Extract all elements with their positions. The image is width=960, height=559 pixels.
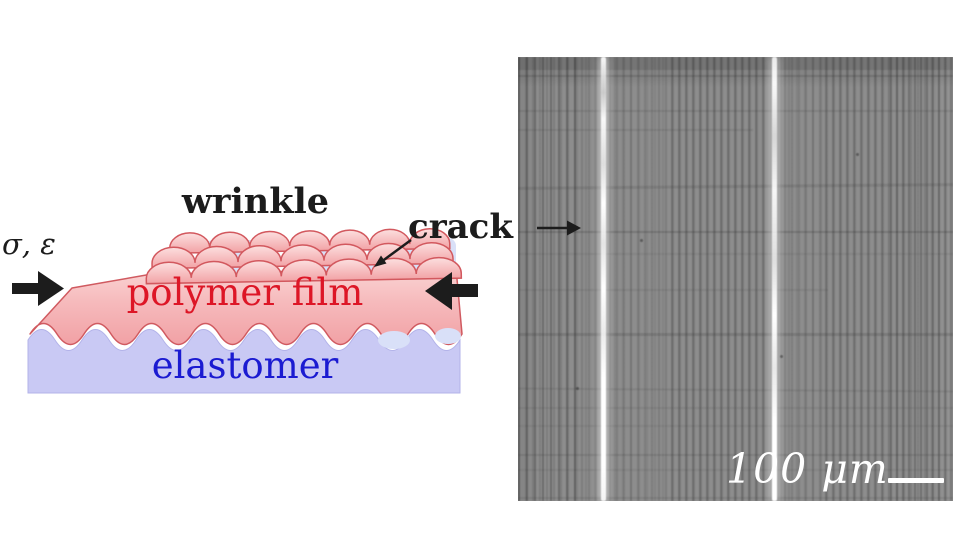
fold-line: [518, 289, 828, 291]
stress-strain-label: σ, ε: [2, 227, 56, 261]
micrograph-panel: 100 μm: [518, 57, 953, 501]
elastomer-block: [27, 329, 461, 394]
fold-line: [518, 407, 953, 409]
scale-bar-label: 100 μm: [726, 445, 889, 493]
fold-line: [518, 110, 953, 112]
dust-speck: [640, 239, 643, 242]
fold-line: [518, 253, 953, 255]
fold-line: [518, 497, 953, 499]
fold-line: [518, 129, 753, 131]
crack-label: crack: [408, 207, 513, 247]
wrinkle-label: wrinkle: [181, 181, 330, 222]
micrograph-texture: [518, 57, 953, 501]
dust-speck: [780, 355, 783, 358]
fold-line: [518, 333, 953, 336]
wrinkle-stripe-band: [614, 57, 670, 501]
micrograph-top-shading: [518, 57, 953, 501]
fold-line: [518, 469, 953, 471]
crack-line: [772, 57, 777, 501]
wrinkle-stripe-band: [780, 57, 825, 501]
micrograph-edge-shading: [518, 57, 953, 501]
wrinkle-stripes-base: [518, 57, 953, 501]
fold-line: [518, 425, 953, 427]
scale-bar-line: [888, 478, 944, 483]
crack-line: [601, 57, 606, 501]
dust-speck: [576, 387, 579, 390]
crack-gap-patch: [435, 328, 461, 344]
elastomer-label: elastomer: [151, 344, 339, 387]
fold-line: [518, 75, 953, 77]
fold-line: [518, 231, 953, 233]
wrinkle-stripe-band: [518, 57, 576, 501]
wrinkle-stripe-band: [671, 57, 767, 501]
polymer-film-label: polymer film: [126, 271, 364, 314]
dust-speck: [856, 153, 859, 156]
crack-gap-patch: [378, 331, 410, 349]
fold-line: [518, 454, 953, 456]
wrinkle-stripe-band: [890, 57, 953, 501]
wrinkle-stripe-band: [825, 57, 889, 501]
